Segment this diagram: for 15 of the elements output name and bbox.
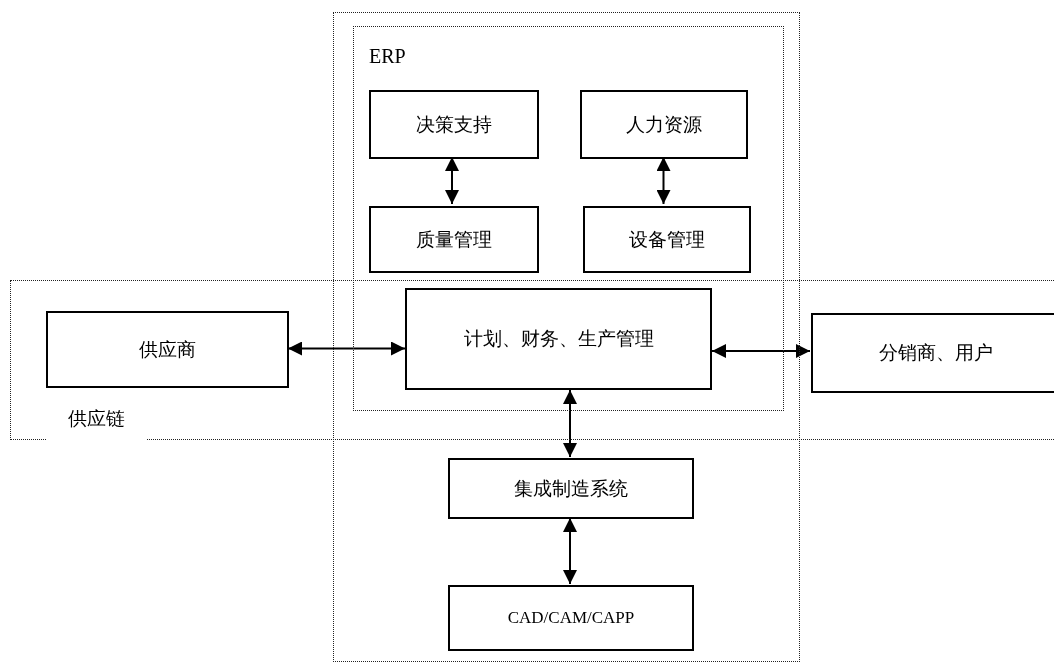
process-box: 决策支持 [369, 90, 539, 159]
process-box: CAD/CAM/CAPP [448, 585, 694, 651]
dotted-frame [353, 26, 784, 411]
process-box: 质量管理 [369, 206, 539, 273]
frame-label: ERP [369, 45, 406, 68]
dotted-frame [333, 12, 800, 662]
process-box: 分销商、用户 [811, 313, 1054, 393]
process-box: 供应商 [46, 311, 289, 388]
process-box: 设备管理 [583, 206, 751, 273]
process-box: 计划、财务、生产管理 [405, 288, 712, 390]
double-arrow [563, 517, 577, 585]
double-arrow [563, 389, 577, 458]
double-arrow [711, 344, 811, 358]
process-box: 集成制造系统 [448, 458, 694, 519]
process-box: 人力资源 [580, 90, 748, 159]
